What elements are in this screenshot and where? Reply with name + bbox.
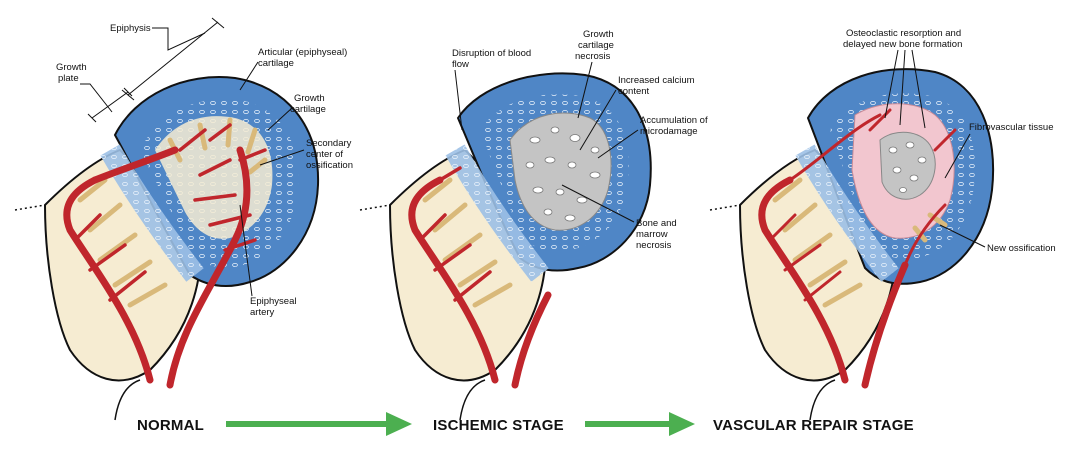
arrow-ischemic-to-repair [585, 412, 695, 436]
femoral-head-normal [14, 76, 320, 421]
label-new-ossification: New ossification [939, 224, 1056, 254]
svg-text:Accumulation of: Accumulation of [640, 115, 708, 126]
label-fibrovascular: Fibrovascular tissue [944, 122, 1053, 179]
stage-title-ischemic: ISCHEMIC STAGE [433, 417, 564, 434]
svg-text:Articular (epiphyseal): Articular (epiphyseal) [258, 47, 347, 58]
label-microdamage: Accumulation of microdamage [597, 115, 708, 159]
stage-title-normal: NORMAL [137, 417, 204, 434]
svg-text:cartilage: cartilage [578, 40, 614, 51]
svg-text:delayed new bone formation: delayed new bone formation [843, 39, 962, 50]
femoral-head-ischemic [359, 72, 652, 421]
svg-text:Increased calcium: Increased calcium [618, 75, 695, 86]
svg-text:New ossification: New ossification [987, 243, 1056, 254]
svg-text:cartilage: cartilage [290, 104, 326, 115]
label-bone-marrow-necrosis: Bone and marrow necrosis [561, 184, 677, 251]
label-epiphyseal-artery: Epiphyseal artery [239, 204, 296, 318]
label-disruption: Disruption of blood flow [452, 48, 531, 131]
svg-text:Bone and: Bone and [636, 218, 677, 229]
panel-ischemic: Disruption of blood flow Growth cartilag… [359, 29, 708, 434]
svg-text:Growth: Growth [56, 62, 87, 73]
arrow-normal-to-ischemic [226, 412, 412, 436]
svg-text:Growth: Growth [294, 93, 325, 104]
svg-text:Epiphysis: Epiphysis [110, 23, 151, 34]
svg-text:Epiphyseal: Epiphyseal [250, 296, 296, 307]
femoral-head-repair [709, 68, 995, 421]
label-articular-cartilage: Articular (epiphyseal) cartilage [239, 47, 347, 91]
svg-text:microdamage: microdamage [640, 126, 698, 137]
svg-text:content: content [618, 86, 650, 97]
svg-text:plate: plate [58, 73, 79, 84]
svg-text:necrosis: necrosis [575, 51, 611, 62]
svg-text:Secondary: Secondary [306, 138, 352, 149]
svg-text:necrosis: necrosis [636, 240, 672, 251]
svg-text:ossification: ossification [306, 160, 353, 171]
svg-text:artery: artery [250, 307, 275, 318]
panel-normal: Epiphysis Growth plate Articular (epiphy… [14, 17, 353, 434]
label-osteoclastic: Osteoclastic resorption and delayed new … [843, 28, 962, 129]
label-growth-cartilage-necrosis: Growth cartilage necrosis [575, 29, 614, 119]
svg-text:cartilage: cartilage [258, 58, 294, 69]
label-growth-cartilage: Growth cartilage [267, 93, 326, 131]
stage-title-vascular-repair: VASCULAR REPAIR STAGE [713, 417, 914, 434]
label-increased-calcium: Increased calcium content [579, 75, 695, 151]
svg-text:Osteoclastic resorption and: Osteoclastic resorption and [846, 28, 961, 39]
svg-text:Growth: Growth [583, 29, 614, 40]
svg-text:Disruption of blood: Disruption of blood [452, 48, 531, 59]
label-secondary-center: Secondary center of ossification [259, 138, 353, 171]
label-growth-plate: Growth plate [56, 62, 133, 123]
label-epiphysis: Epiphysis [110, 17, 225, 101]
svg-text:center of: center of [306, 149, 343, 160]
svg-text:Fibrovascular tissue: Fibrovascular tissue [969, 122, 1053, 133]
panel-vascular-repair: Osteoclastic resorption and delayed new … [709, 28, 1056, 434]
svg-text:flow: flow [452, 59, 469, 70]
svg-text:marrow: marrow [636, 229, 668, 240]
